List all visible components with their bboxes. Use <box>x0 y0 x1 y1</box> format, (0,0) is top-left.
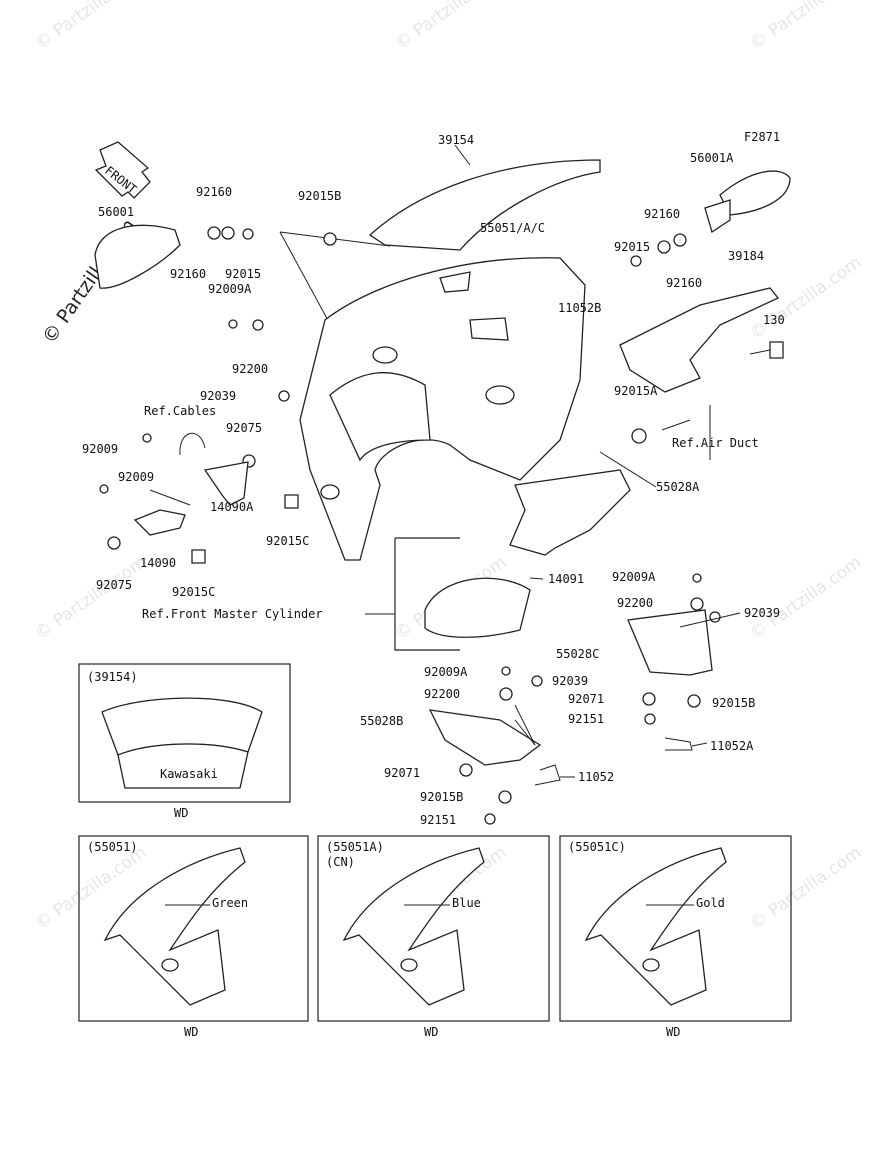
label-14090A: 14090A <box>210 500 254 514</box>
watermark: © Partzilla.com <box>746 552 865 644</box>
label-55051-a-c: 55051/A/C <box>480 221 545 235</box>
label-92009A: 92009A <box>424 665 468 679</box>
inset-sub-code: (CN) <box>326 855 355 869</box>
inset-region: WD <box>666 1025 680 1039</box>
inset-region: WD <box>424 1025 438 1039</box>
diagram-id: F2871 <box>744 130 780 144</box>
label-92200: 92200 <box>232 362 268 376</box>
inset-code: (55051) <box>87 840 138 854</box>
ref-air-duct-label: Ref.Air Duct <box>672 436 759 450</box>
label-14090: 14090 <box>140 556 176 570</box>
label-92160: 92160 <box>196 185 232 199</box>
label-92071: 92071 <box>384 766 420 780</box>
kawasaki-logo: Kawasaki <box>160 767 218 781</box>
inset-region: WD <box>184 1025 198 1039</box>
part-labels: 39154 56001A 56001 92160 92160 92015 920… <box>82 133 785 827</box>
side-panel-55028C <box>627 609 713 676</box>
label-92160: 92160 <box>666 276 702 290</box>
label-39154: 39154 <box>438 133 474 147</box>
label-92015: 92015 <box>225 267 261 281</box>
front-direction-arrow: FRONT <box>94 141 151 199</box>
cowl-inner-panel <box>329 372 431 462</box>
label-92015C: 92015C <box>266 534 309 548</box>
label-92075: 92075 <box>96 578 132 592</box>
label-55028B: 55028B <box>360 714 403 728</box>
label-92151: 92151 <box>568 712 604 726</box>
ref-master-cylinder-label: Ref.Front Master Cylinder <box>142 607 323 621</box>
label-14091: 14091 <box>548 572 584 586</box>
watermark: © Partzilla.com <box>31 0 150 54</box>
label-56001A: 56001A <box>690 151 734 165</box>
color-label: Green <box>212 896 248 910</box>
inset-region: WD <box>174 806 188 820</box>
label-92009A: 92009A <box>208 282 252 296</box>
lower-inner-panel-55028A <box>509 469 631 556</box>
upper-cowl-part <box>299 257 586 561</box>
label-92039: 92039 <box>744 606 780 620</box>
label-92015A: 92015A <box>614 384 658 398</box>
label-92200: 92200 <box>617 596 653 610</box>
label-92039: 92039 <box>200 389 236 403</box>
label-92015B: 92015B <box>420 790 463 804</box>
label-92071: 92071 <box>568 692 604 706</box>
label-92039: 92039 <box>552 674 588 688</box>
bracket-14090A <box>203 461 249 506</box>
inset-cowl-green: (55051) Green WD <box>78 835 309 1039</box>
label-92009: 92009 <box>118 470 154 484</box>
side-panel-55028B <box>428 709 542 766</box>
label-92075: 92075 <box>226 421 262 435</box>
leader-lines <box>514 405 741 778</box>
label-92160: 92160 <box>644 207 680 221</box>
inset-code: (55051A) <box>326 840 384 854</box>
label-11052A: 11052A <box>710 739 754 753</box>
label-92009: 92009 <box>82 442 118 456</box>
label-92160: 92160 <box>170 267 206 281</box>
right-mirror-part <box>719 170 791 216</box>
label-39184: 39184 <box>728 249 764 263</box>
ref-cables-label: Ref.Cables <box>144 404 216 418</box>
watermark: © Partzilla.com <box>746 0 865 54</box>
windshield-part <box>368 159 601 251</box>
label-55028A: 55028A <box>656 480 700 494</box>
inset-code: (55051C) <box>568 840 626 854</box>
cover-14091 <box>424 577 531 638</box>
inset-cowl-blue: (55051A) (CN) Blue WD <box>317 835 550 1039</box>
label-92151: 92151 <box>420 813 456 827</box>
label-130: 130 <box>763 313 785 327</box>
inset-windshield: (39154) Kawasaki WD <box>78 663 291 820</box>
color-label: Blue <box>452 896 481 910</box>
color-label: Gold <box>696 896 725 910</box>
label-92015: 92015 <box>614 240 650 254</box>
label-11052: 11052 <box>578 770 614 784</box>
right-stay-part <box>619 287 780 393</box>
inset-code: (39154) <box>87 670 138 684</box>
label-56001: 56001 <box>98 205 134 219</box>
watermark: © Partzilla.com <box>746 842 865 934</box>
label-92015B: 92015B <box>712 696 755 710</box>
label-11052B: 11052B <box>558 301 601 315</box>
label-92200: 92200 <box>424 687 460 701</box>
inset-cowl-gold: (55051C) Gold WD <box>559 835 792 1039</box>
label-92015C: 92015C <box>172 585 215 599</box>
label-92009A: 92009A <box>612 570 656 584</box>
watermark: © Partzilla.com <box>391 0 510 54</box>
label-55028C: 55028C <box>556 647 599 661</box>
bracket-14090 <box>133 509 186 536</box>
watermark: © Partzilla.com <box>31 552 150 644</box>
left-mirror-part <box>94 224 181 289</box>
label-92015B: 92015B <box>298 189 341 203</box>
